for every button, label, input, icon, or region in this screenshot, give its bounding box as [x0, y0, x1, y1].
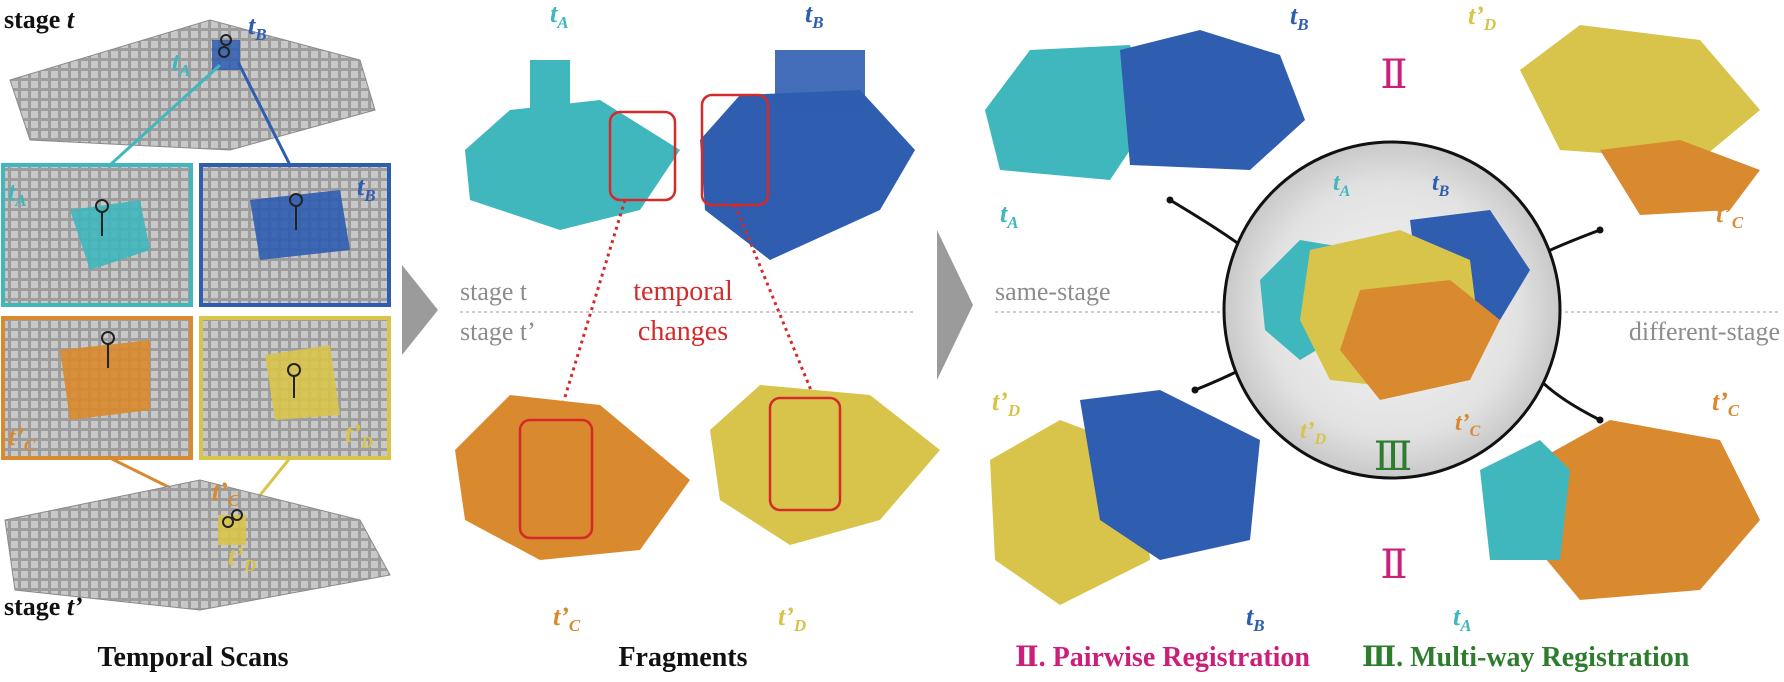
arrow-right-icon: [402, 265, 438, 355]
label-tA-top: tA: [172, 47, 191, 80]
stage-t-label: stage t: [4, 5, 75, 34]
hub-dot: [1596, 416, 1604, 424]
temporal-scans-caption: Temporal Scans: [97, 642, 288, 673]
fragment-tA: [465, 100, 680, 230]
legend-pairwise: Ⅱ. Pairwise Registration: [1015, 642, 1310, 673]
pair-tD-tC-yellow: [1520, 25, 1760, 160]
pin-icon: [218, 46, 230, 58]
same-stage-label: same-stage: [995, 277, 1111, 306]
fragments-panel: tA tB stage t stage t’ temporal changes …: [455, 0, 940, 673]
arrow-right-icon: [937, 230, 973, 380]
roman-3-sphere: Ⅲ: [1374, 434, 1413, 479]
label-tB-r2: tB: [1246, 602, 1265, 635]
scan-stage-tp: [4, 479, 391, 611]
label-tA-sphere: tA: [1333, 170, 1351, 200]
label-tC-r1: t’C: [1716, 199, 1744, 232]
label-tD-r1: t’D: [1468, 1, 1496, 34]
change-box-tD: [768, 396, 842, 512]
label-tA-crop: tA: [8, 177, 27, 210]
fragment-tA-wall: [530, 60, 570, 110]
pin-icon: [220, 34, 232, 46]
connector-line: [108, 63, 222, 167]
change-link: [733, 204, 817, 401]
temporal-scans-panel: stage t tB tA tA tB t’C t’D t’C t’D stag…: [1, 5, 391, 673]
pin-icon: [231, 509, 243, 521]
label-tB-crop: tB: [357, 172, 376, 205]
merged-orange: [1340, 280, 1500, 400]
label-tB-r1: tB: [1290, 1, 1309, 34]
label-tC-fragment: t’C: [553, 602, 581, 635]
pair-tD-tC-orange: [1600, 140, 1760, 215]
scan-stage-t: [9, 19, 376, 151]
change-box-tA: [608, 110, 677, 202]
label-tD-bottom: t’D: [228, 542, 256, 575]
roman-2-bottom: Ⅱ: [1380, 542, 1407, 587]
connector-line: [236, 61, 292, 166]
crop-tB-region: [250, 190, 350, 260]
pair-tA-tB-blue: [1120, 30, 1305, 170]
registration-panel: tB t’D Ⅱ tA t’C tA tB same-stage differe…: [985, 1, 1780, 673]
hub-dot: [1166, 196, 1174, 204]
temporal-changes-line1: temporal: [633, 276, 733, 307]
stage-tp-label: stage t’: [4, 592, 83, 621]
pin-icon: [222, 516, 234, 528]
connector-line: [1538, 378, 1601, 422]
crop-tA-region: [70, 200, 150, 270]
pair-tA-tB-cyan: [985, 45, 1150, 180]
fragment-tC: [455, 395, 690, 560]
change-box-tC: [518, 418, 594, 540]
change-link: [556, 199, 627, 421]
label-tC-crop: t’C: [8, 422, 36, 455]
stage-t-mid-label: stage t: [460, 277, 528, 306]
fragment-tB-wall: [775, 50, 865, 110]
fragment-tB: [700, 90, 915, 260]
temporal-changes-line2: changes: [638, 316, 728, 347]
label-tD-sphere: t’D: [1300, 418, 1327, 448]
stage-tp-mid-label: stage t’: [460, 317, 536, 346]
crop-tC-region: [60, 340, 150, 420]
pair-tC-tA-orange: [1520, 420, 1760, 600]
label-tA-fragment: tA: [550, 0, 569, 32]
label-tC-bottom: t’C: [212, 477, 240, 510]
label-tB-sphere: tB: [1432, 170, 1450, 200]
label-tA-r2: tA: [1453, 602, 1472, 635]
fragment-tD: [710, 385, 940, 545]
legend-multiway: Ⅲ. Multi-way Registration: [1362, 642, 1690, 673]
roman-2-top: Ⅱ: [1380, 52, 1407, 97]
label-tC-r2: t’C: [1712, 387, 1740, 420]
crop-tD-region: [265, 345, 340, 420]
connector-line: [1169, 198, 1241, 247]
pair-tC-tA-cyan: [1480, 440, 1570, 560]
hub-dot: [1191, 386, 1199, 394]
label-tA-r1: tA: [1000, 199, 1019, 232]
fragments-caption: Fragments: [618, 642, 747, 673]
different-stage-label: different-stage: [1629, 317, 1780, 346]
connector-line: [1194, 368, 1241, 392]
label-tD-crop: t’D: [345, 419, 373, 452]
label-tD-fragment: t’D: [778, 602, 806, 635]
pair-tD-tB-blue: [1080, 390, 1260, 560]
label-tC-sphere: t’C: [1455, 410, 1481, 440]
hub-dot: [1596, 226, 1604, 234]
label-tD-r2: t’D: [992, 387, 1020, 420]
label-tB-top: tB: [248, 11, 267, 44]
label-tB-fragment: tB: [805, 0, 824, 32]
